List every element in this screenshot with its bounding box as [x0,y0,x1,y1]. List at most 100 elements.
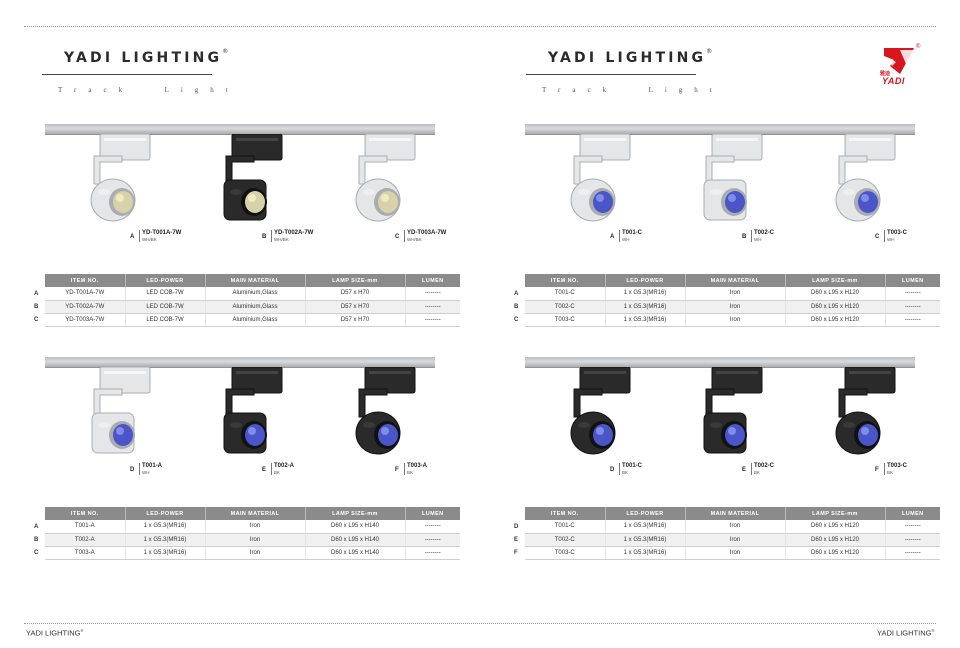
row-label-header [505,507,525,520]
subtitle-word-light-right: Light [648,86,724,94]
table-cell: Aluminium,Glass [205,313,306,327]
product-image-yd-t002a-7w [202,133,292,246]
product-letter: A [130,234,135,240]
subtitle-word-track: Track [58,86,135,94]
brand-title-right: YADI LIGHTING® [548,48,713,66]
track-light-white-icon [703,133,763,221]
column-header: ITEM NO. [525,507,606,520]
column-header: LUMEN [405,507,460,520]
table-cell: T003-C [525,546,606,560]
yadi-logo: 雅迪 YADI ® [880,44,924,88]
table-cell: 1 x G5.3(MR16) [125,533,206,547]
table-cell: Iron [685,287,786,301]
product-code: T003-A [407,463,428,469]
product-code: T003-C [887,463,908,469]
row-label: A [505,287,525,300]
table-cell: Iron [205,520,306,534]
product-image-t001-a [70,366,160,479]
track-light-black-icon [835,366,896,455]
caption-divider [404,230,405,242]
row-label: E [505,533,525,546]
table-cell: D60 x L95 x H140 [305,533,406,547]
row-label: C [505,313,525,326]
product-code: T003-C [887,230,908,236]
product-color: WH [622,237,630,242]
logo-text: YADI [882,76,905,86]
column-header: ITEM NO. [45,507,126,520]
table-cell: D60 x L95 x H120 [785,546,886,560]
column-header: LAMP SIZE-mm [305,274,406,287]
product-letter: F [395,467,399,473]
product-color: BK [887,470,894,475]
caption-divider [619,463,620,475]
table-cell: LED COB-7W [125,313,206,327]
track-light-black-icon [355,366,416,455]
table-cell: T002-C [525,533,606,547]
caption-divider [139,230,140,242]
row-label: B [25,300,45,313]
table-cell: YD-T002A-7W [45,300,126,314]
table-cell: T002-C [525,300,606,314]
table-cell: YD-T001A-7W [45,287,126,301]
column-header: ITEM NO. [525,274,606,287]
table-cell: D60 x L95 x H120 [785,313,886,327]
product-letter: B [262,234,267,240]
product-color: WH [754,237,762,242]
table-cell: Iron [685,520,786,534]
bottom-dotted-divider [24,623,936,624]
row-label: B [25,533,45,546]
product-code: YD-T001A-7W [142,230,182,236]
row-label-header [25,507,45,520]
product-color: WH [142,470,150,475]
row-label: F [505,546,525,559]
product-image-t003-c [815,133,905,246]
column-header: LED-POWER [125,274,206,287]
table-cell: D60 x L95 x H120 [785,520,886,534]
footer-right: YADI LIGHTING® [877,628,935,638]
track-light-white-icon [90,133,151,222]
track-light-black-icon [223,366,283,454]
subtitle-right: Track Light [542,86,724,94]
product-color: WH/BK [142,237,157,242]
table-cell: T001-C [525,287,606,301]
brand-title-left: YADI LIGHTING® [64,48,229,66]
table-cell: T003-A [45,546,126,560]
table-cell: -------- [885,313,940,327]
table-cell: -------- [405,520,460,534]
column-header: MAIN MATERIAL [685,274,786,287]
table-cell: D60 x L95 x H140 [305,520,406,534]
column-header: LUMEN [885,274,940,287]
column-header: LED-POWER [605,507,686,520]
track-light-black-icon [703,366,763,454]
column-header: MAIN MATERIAL [685,507,786,520]
product-image-t003-a [335,366,425,479]
product-image-yd-t003a-7w [335,133,425,246]
product-letter: E [742,467,747,473]
table-cell: 1 x G5.3(MR16) [605,533,686,547]
table-cell: Iron [205,533,306,547]
table-cell: -------- [885,520,940,534]
table-cell: 1 x G5.3(MR16) [605,300,686,314]
column-header: LED-POWER [605,274,686,287]
caption-divider [404,463,405,475]
subtitle-word-light: Light [164,86,240,94]
table-cell: D60 x L95 x H140 [305,546,406,560]
table-cell: Iron [205,546,306,560]
table-cell: YD-T003A-7W [45,313,126,327]
table-cell: Iron [685,546,786,560]
table-cell: D60 x L95 x H120 [785,533,886,547]
product-code: T001-A [142,463,163,469]
logo-chinese: 雅迪 [880,71,891,77]
subtitle-left: Track Light [58,86,240,94]
